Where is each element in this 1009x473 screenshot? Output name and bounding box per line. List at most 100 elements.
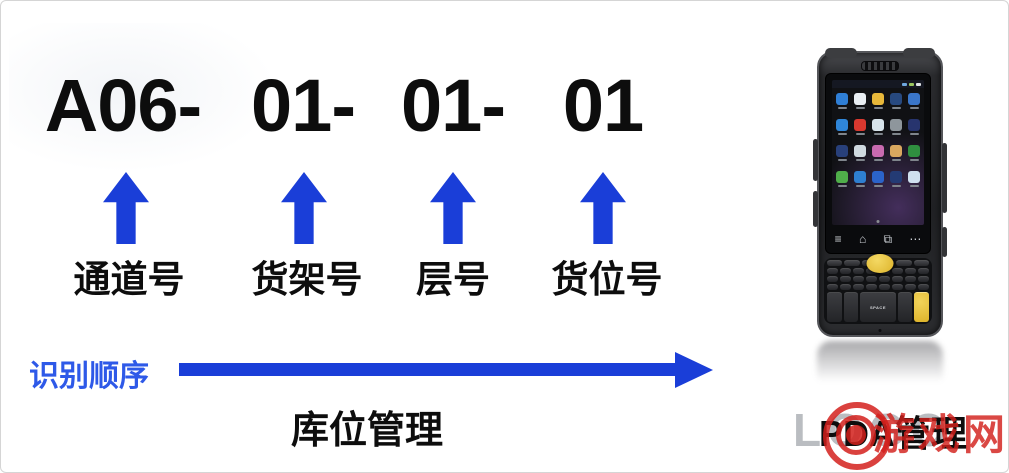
pda-home-indicator: [876, 220, 880, 223]
pda-app-cell: [887, 142, 905, 168]
pda-key-rows: [827, 260, 929, 290]
pda-key: [853, 276, 864, 282]
pda-app-label: [909, 133, 919, 135]
pda-app-icon: [872, 171, 884, 183]
watermark-site-text: 游戏网: [873, 411, 1009, 458]
pda-app-label: [873, 159, 883, 161]
pda-app-label: [855, 185, 865, 187]
pda-app-label: [891, 133, 901, 135]
status-icon: [916, 82, 921, 86]
pda-key: [866, 276, 877, 282]
pda-app-label: [909, 107, 919, 109]
pda-key: [905, 284, 916, 290]
pda-key-row: [827, 276, 929, 282]
pda-app-label: [891, 159, 901, 161]
pda-bottom-key-row: SPACE: [827, 292, 929, 322]
pda-function-key-yellow: [914, 292, 929, 322]
label-shelf-number: 货架号: [251, 259, 363, 300]
pda-key: [853, 284, 864, 290]
pda-key: [840, 276, 851, 282]
flow-arrow-head-icon: [675, 352, 713, 388]
pda-key: [853, 268, 864, 274]
label-layer-number: 层号: [416, 259, 490, 300]
label-aisle-number: 通道号: [73, 259, 185, 300]
pda-app-cell: [833, 116, 851, 142]
pda-app-cell: [851, 90, 869, 116]
pda-app-label: [909, 185, 919, 187]
up-arrow-icon: [580, 172, 626, 244]
code-segment-layer: 01-: [401, 64, 506, 147]
pda-app-cell: [887, 116, 905, 142]
watermark-bullseye-icon: [836, 415, 876, 455]
pda-app-cell: [869, 168, 887, 194]
pda-app-cell: [887, 90, 905, 116]
pda-app-icon: [836, 171, 848, 183]
pda-app-icon: [890, 93, 902, 105]
up-arrow-icon: [281, 172, 327, 244]
back-icon: ⧉: [883, 232, 893, 246]
home-icon: ⌂: [858, 232, 867, 246]
pda-app-label: [909, 159, 919, 161]
pda-side-button: [813, 139, 818, 181]
code-segment-shelf: 01-: [251, 64, 356, 147]
pda-app-cell: [869, 116, 887, 142]
pda-key: [827, 268, 838, 274]
pda-app-icon: [854, 145, 866, 157]
pda-space-key: SPACE: [860, 292, 896, 322]
pda-side-button: [942, 227, 947, 257]
pda-app-label: [855, 133, 865, 135]
pda-app-label: [837, 107, 847, 109]
pda-antenna-bump: [903, 48, 935, 58]
pda-app-label: [855, 159, 865, 161]
pda-key: [827, 260, 843, 266]
pda-speaker-grille: [861, 61, 899, 71]
pda-app-label: [837, 133, 847, 135]
pda-scan-button: [866, 254, 894, 273]
pda-app-icon: [872, 145, 884, 157]
pda-key: [844, 260, 860, 266]
watermark-bullseye-icon: [823, 402, 891, 470]
pda-key: [827, 276, 838, 282]
pda-microphone-dot: [878, 329, 882, 332]
pda-key: [827, 292, 842, 322]
pda-app-icon: [854, 119, 866, 131]
pda-app-icon: [872, 119, 884, 131]
pda-app-cell: [905, 90, 923, 116]
code-segment-aisle: A06-: [44, 64, 202, 147]
pda-app-icon: [872, 93, 884, 105]
more-icon: ⋯: [909, 232, 922, 246]
pda-app-icon: [908, 119, 920, 131]
pda-app-icon: [890, 171, 902, 183]
pda-key: [918, 284, 929, 290]
pda-key: [840, 268, 851, 274]
pda-key: [843, 292, 859, 322]
pda-app-icon: [908, 171, 920, 183]
pda-app-icon: [836, 93, 848, 105]
pda-app-label: [891, 107, 901, 109]
pda-app-cell: [869, 142, 887, 168]
pda-app-label: [837, 185, 847, 187]
pda-key: [918, 276, 929, 282]
pda-key-row: [827, 284, 929, 290]
pda-app-label: [891, 185, 901, 187]
pda-app-cell: [905, 168, 923, 194]
menu-icon: ≡: [834, 232, 842, 246]
pda-app-cell: [851, 168, 869, 194]
watermark-bullseye-icon: [846, 425, 866, 445]
recognition-order-label: 识别顺序: [29, 360, 149, 393]
pda-app-label: [837, 159, 847, 161]
pda-app-cell: [833, 142, 851, 168]
pda-side-button: [813, 191, 818, 227]
pda-home-screen: [832, 80, 924, 225]
caption-location-management: 库位管理: [290, 410, 444, 452]
code-segment-slot: 01: [562, 64, 644, 147]
pda-app-cell: [851, 142, 869, 168]
pda-app-icon: [890, 119, 902, 131]
pda-key: [913, 260, 929, 266]
pda-app-cell: [905, 116, 923, 142]
pda-app-icon: [890, 145, 902, 157]
pda-key: [896, 260, 912, 266]
pda-key: [892, 276, 903, 282]
pda-status-bar: [832, 80, 924, 88]
